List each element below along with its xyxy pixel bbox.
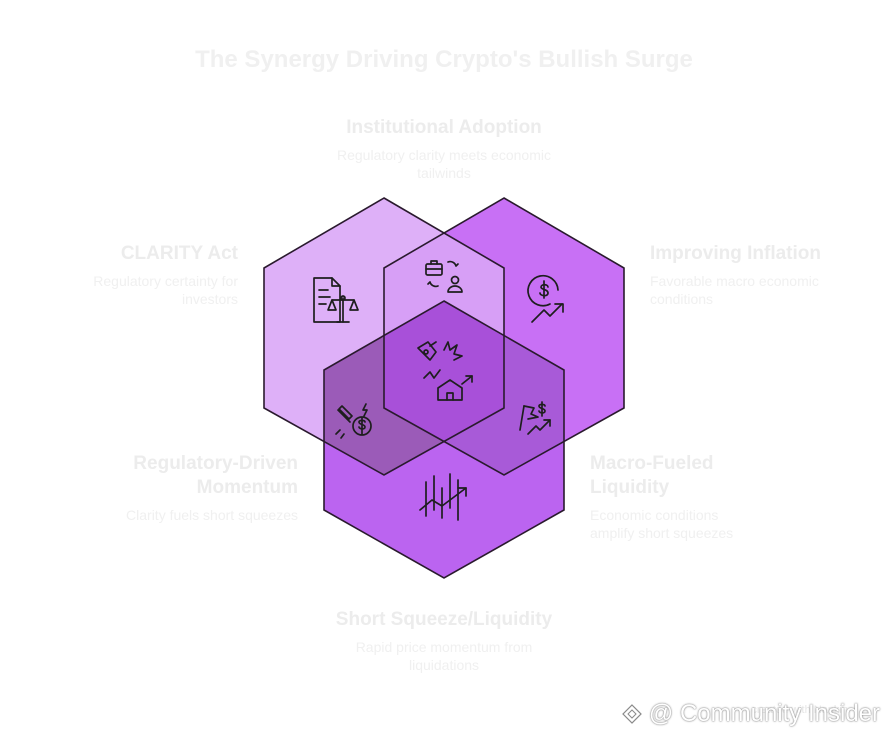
overlap-center xyxy=(384,301,504,475)
napkin-credit: created with Napkin xyxy=(751,704,848,716)
watermark-text: @ Community Insider xyxy=(648,700,880,727)
watermark: @ Community Insider xyxy=(621,700,880,728)
macro-liquidity-desc: Economic conditions amplify short squeez… xyxy=(590,507,734,541)
label-regulatory-momentum: Regulatory-Driven Momentum Clarity fuels… xyxy=(100,452,298,524)
label-short-squeeze: Short Squeeze/Liquidity Rapid price mome… xyxy=(324,608,564,674)
institutional-adoption-heading: Institutional Adoption xyxy=(346,117,542,138)
improving-inflation-desc: Favorable macro economic conditions xyxy=(650,273,819,307)
dollar-growth-icon xyxy=(527,274,564,323)
macro-liquidity-heading: Macro-Fueled Liquidity xyxy=(590,453,714,498)
rocket-house-explosion-icon xyxy=(417,341,473,401)
improving-inflation-heading: Improving Inflation xyxy=(650,243,821,264)
price-bars-trend-icon xyxy=(419,473,467,521)
short-squeeze-desc: Rapid price momentum from liquidations xyxy=(355,639,533,673)
label-improving-inflation: Improving Inflation Favorable macro econ… xyxy=(650,242,850,308)
page-title: The Synergy Driving Crypto's Bullish Sur… xyxy=(195,46,693,73)
label-clarity-act: CLARITY Act Regulatory certainty for inv… xyxy=(70,242,238,308)
label-institutional-adoption: Institutional Adoption Regulatory clarit… xyxy=(314,116,574,182)
institutional-adoption-desc: Regulatory clarity meets economic tailwi… xyxy=(337,147,551,181)
label-macro-liquidity: Macro-Fueled Liquidity Economic conditio… xyxy=(590,452,760,542)
briefcase-exchange-person-icon xyxy=(425,260,463,293)
short-squeeze-heading: Short Squeeze/Liquidity xyxy=(335,609,553,630)
regulatory-momentum-desc: Clarity fuels short squeezes xyxy=(126,507,298,523)
clarity-act-heading: CLARITY Act xyxy=(120,243,238,264)
clarity-act-desc: Regulatory certainty for investors xyxy=(93,273,238,307)
rocket-dollar-icon xyxy=(335,403,372,439)
flag-dollar-trend-icon xyxy=(519,401,551,435)
community-logo-icon xyxy=(622,704,642,724)
document-scales-icon xyxy=(313,277,359,323)
regulatory-momentum-heading: Regulatory-Driven Momentum xyxy=(133,453,298,498)
